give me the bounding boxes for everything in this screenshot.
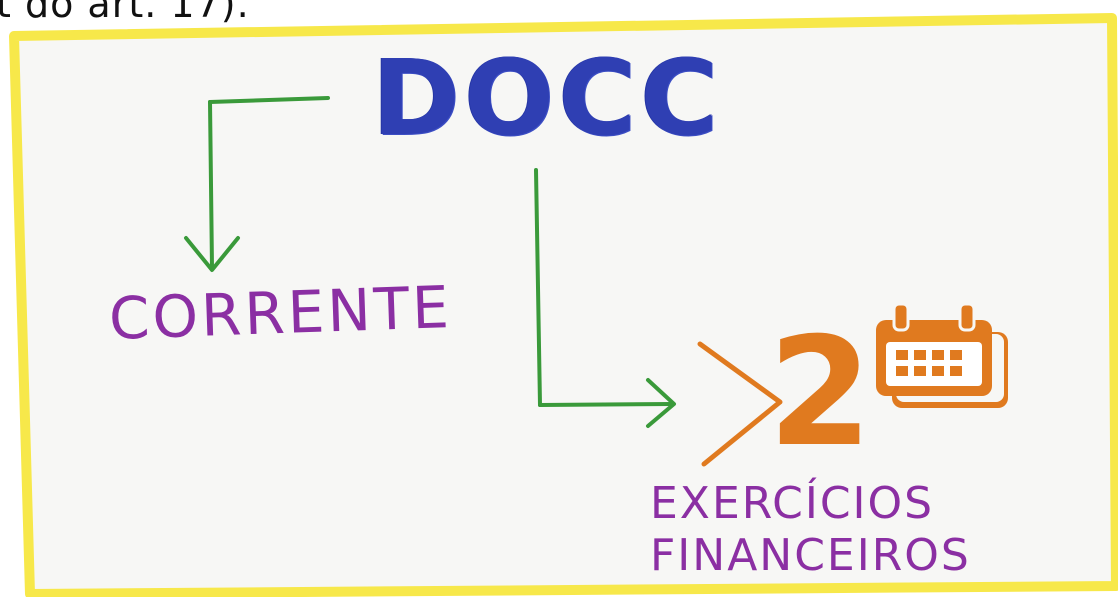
paper-background xyxy=(14,18,1116,594)
node-corrente: CORRENTE xyxy=(107,273,453,353)
node-exercicios-line1: EXERCÍCIOS xyxy=(650,478,935,529)
greater-than-symbol xyxy=(697,341,783,467)
arrow-to-exercicios xyxy=(534,168,676,428)
number-two: 2 xyxy=(768,306,873,480)
node-exercicios-financeiros: EXERCÍCIOS FINANCEIROS xyxy=(650,478,971,582)
header-text: t do art. 17). xyxy=(0,0,250,26)
arrow-right-head xyxy=(646,378,676,428)
diagram-title: DOCC xyxy=(372,37,723,159)
arrow-left-vertical xyxy=(208,100,214,270)
arrow-right-vertical xyxy=(534,168,542,407)
calendar-icon xyxy=(876,302,1008,408)
yellow-frame xyxy=(9,13,1118,597)
node-exercicios-line2: FINANCEIROS xyxy=(650,530,971,581)
arrow-left-head xyxy=(184,236,240,272)
arrow-to-corrente xyxy=(184,96,330,272)
arrow-right-horizontal xyxy=(538,402,674,407)
arrow-left-horizontal xyxy=(208,96,330,104)
